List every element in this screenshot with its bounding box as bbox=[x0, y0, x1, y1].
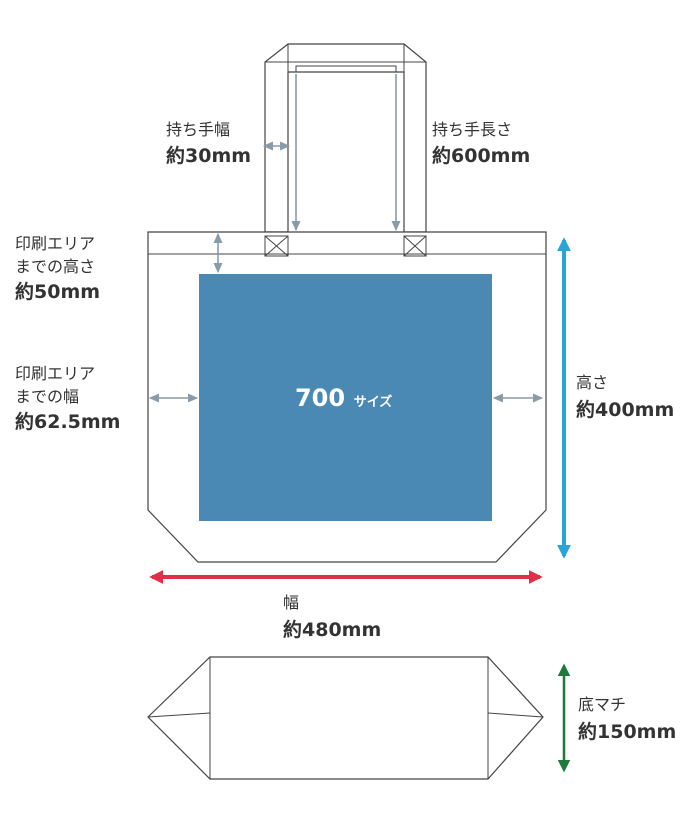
handle-width-value: 約30mm bbox=[166, 144, 251, 167]
height-value: 約400mm bbox=[576, 398, 674, 421]
print-top-value: 約50mm bbox=[15, 280, 100, 303]
print-top-label-line1: 印刷エリア bbox=[15, 234, 95, 253]
bag-bottom-gusset bbox=[147, 656, 544, 780]
print-side-label-line1: 印刷エリア bbox=[15, 364, 95, 383]
gusset-value: 約150mm bbox=[578, 720, 676, 743]
print-side-label-line2: までの幅 bbox=[15, 387, 79, 406]
height-label: 高さ bbox=[576, 373, 608, 392]
center-size-number: 700 bbox=[295, 384, 345, 412]
print-top-label-line2: までの高さ bbox=[15, 257, 95, 276]
width-label: 幅 bbox=[283, 593, 299, 612]
center-size-label: サイズ bbox=[354, 394, 393, 410]
width-value: 約480mm bbox=[283, 618, 381, 641]
handle-length-value: 約600mm bbox=[432, 144, 530, 167]
handle-length-label: 持ち手長さ bbox=[432, 120, 512, 139]
bag-handle bbox=[264, 43, 427, 233]
print-side-value: 約62.5mm bbox=[15, 410, 120, 433]
handle-width-label: 持ち手幅 bbox=[166, 120, 230, 139]
gusset-label: 底マチ bbox=[578, 695, 626, 714]
print-area bbox=[199, 274, 492, 521]
